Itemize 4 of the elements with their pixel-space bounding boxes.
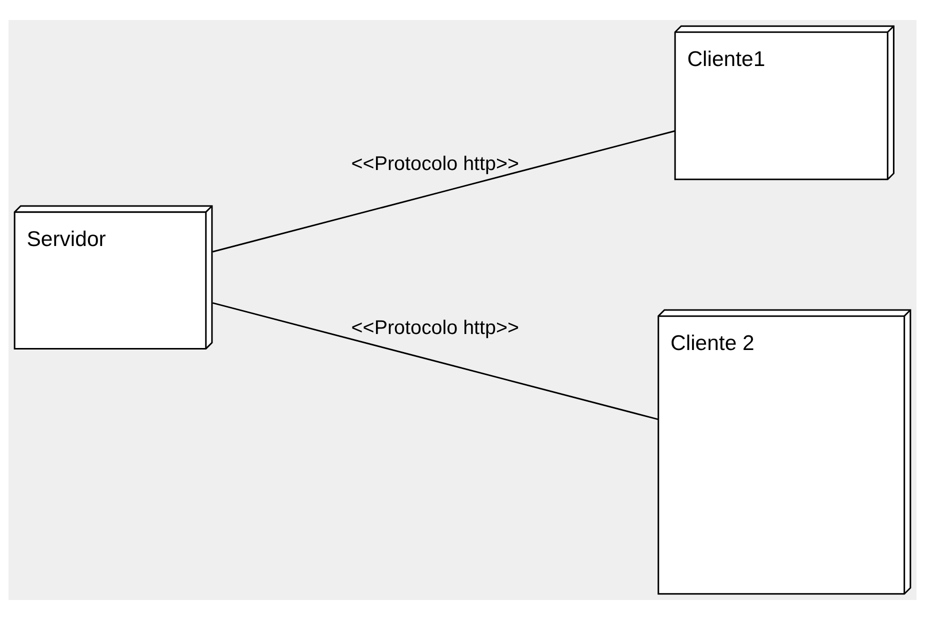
connector <box>212 130 675 252</box>
connector <box>212 302 658 420</box>
edge-label: <<Protocolo http>> <box>351 153 520 176</box>
edge-label: <<Protocolo http>> <box>351 317 520 340</box>
